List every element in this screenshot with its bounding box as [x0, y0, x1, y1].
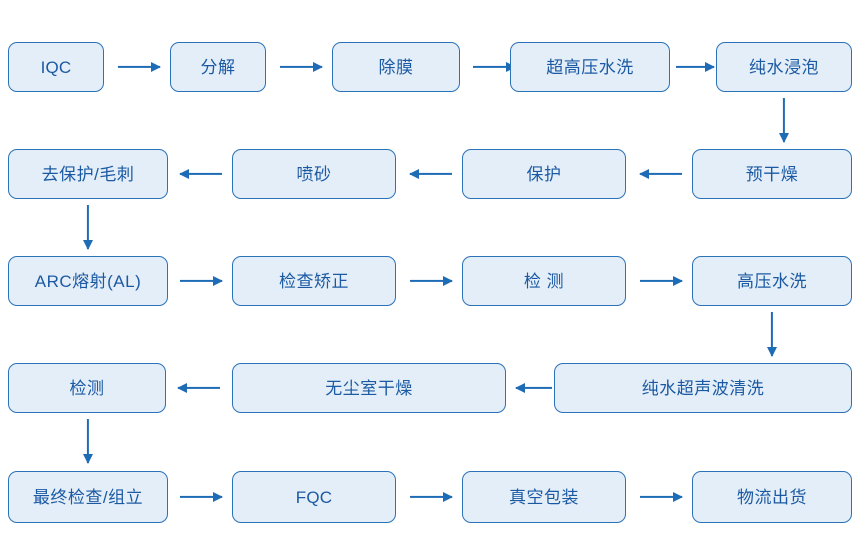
arrow-shaft	[180, 495, 222, 499]
process-node-penssha[interactable]: 喷砂	[232, 149, 396, 199]
arrow-head	[673, 492, 683, 502]
arrow-shaft	[640, 279, 682, 283]
process-node-wuchenshiganzao[interactable]: 无尘室干燥	[232, 363, 506, 413]
arrow-down-row2-to-row3	[81, 205, 95, 250]
arrow-down-row3-to-row4	[765, 312, 779, 357]
process-node-gaoyashuixi[interactable]: 高压水洗	[692, 256, 852, 306]
arrow-left-row4-2	[515, 381, 552, 395]
arrow-right-row3-1	[180, 274, 223, 288]
arrow-head	[151, 62, 161, 72]
process-node-zhenkongbaozhuang[interactable]: 真空包装	[462, 471, 626, 523]
arrow-shaft	[782, 98, 786, 142]
arrow-right-row1-3	[473, 60, 516, 74]
process-node-yuganzao[interactable]: 预干燥	[692, 149, 852, 199]
arrow-head	[177, 383, 187, 393]
arrow-head	[673, 276, 683, 286]
arrow-shaft	[516, 386, 552, 390]
arrow-shaft	[640, 172, 682, 176]
process-node-baohu[interactable]: 保护	[462, 149, 626, 199]
arrow-head	[313, 62, 323, 72]
arrow-shaft	[178, 386, 220, 390]
arrow-head	[639, 169, 649, 179]
arrow-head	[515, 383, 525, 393]
arrow-shaft	[770, 312, 774, 356]
process-node-chumo[interactable]: 除膜	[332, 42, 460, 92]
process-node-fenjie[interactable]: 分解	[170, 42, 266, 92]
arrow-down-row1-to-row2	[777, 98, 791, 143]
process-node-jiance-test[interactable]: 检测	[8, 363, 166, 413]
arrow-right-row1-2	[280, 60, 323, 74]
arrow-shaft	[410, 279, 452, 283]
arrow-left-row2-1	[179, 167, 222, 181]
arrow-shaft	[676, 65, 714, 69]
arrow-shaft	[180, 279, 222, 283]
arrow-shaft	[180, 172, 222, 176]
process-node-iqc[interactable]: IQC	[8, 42, 104, 92]
arrow-right-row3-3	[640, 274, 683, 288]
process-node-qubaohu-maoci[interactable]: 去保护/毛刺	[8, 149, 168, 199]
arrow-head	[443, 276, 453, 286]
arrow-shaft	[118, 65, 160, 69]
process-node-wuliuchuhuo[interactable]: 物流出货	[692, 471, 852, 523]
arrow-shaft	[280, 65, 322, 69]
arrow-head	[705, 62, 715, 72]
arrow-head	[213, 276, 223, 286]
arrow-left-row4-1	[177, 381, 220, 395]
process-node-chaogaoyashuixi[interactable]: 超高压水洗	[510, 42, 670, 92]
process-node-fqc[interactable]: FQC	[232, 471, 396, 523]
arrow-head	[83, 240, 93, 250]
arrow-head	[443, 492, 453, 502]
process-node-chunshuijinpao[interactable]: 纯水浸泡	[716, 42, 852, 92]
arrow-shaft	[640, 495, 682, 499]
arrow-right-row5-2	[410, 490, 453, 504]
process-node-jiance-inspection[interactable]: 检 测	[462, 256, 626, 306]
arrow-shaft	[410, 495, 452, 499]
arrow-head	[779, 133, 789, 143]
arrow-head	[83, 454, 93, 464]
arrow-right-row5-1	[180, 490, 223, 504]
arrow-right-row1-1	[118, 60, 161, 74]
process-node-chunshuichaoshengboqingxi[interactable]: 纯水超声波清洗	[554, 363, 852, 413]
arrow-shaft	[473, 65, 515, 69]
arrow-head	[213, 492, 223, 502]
arrow-left-row2-2	[409, 167, 452, 181]
arrow-right-row5-3	[640, 490, 683, 504]
arrow-head	[767, 347, 777, 357]
arrow-head	[409, 169, 419, 179]
process-node-jianchajiaozheng[interactable]: 检查矫正	[232, 256, 396, 306]
process-node-arc-melt-spray-al[interactable]: ARC熔射(AL)	[8, 256, 168, 306]
arrow-shaft	[410, 172, 452, 176]
arrow-down-row4-to-row5	[81, 419, 95, 464]
arrow-head	[179, 169, 189, 179]
arrow-left-row2-3	[639, 167, 682, 181]
arrow-shaft	[86, 419, 90, 463]
process-node-zuizhongjiancha-zuli[interactable]: 最终检查/组立	[8, 471, 168, 523]
arrow-right-row1-4	[676, 60, 715, 74]
arrow-right-row3-2	[410, 274, 453, 288]
arrow-shaft	[86, 205, 90, 249]
